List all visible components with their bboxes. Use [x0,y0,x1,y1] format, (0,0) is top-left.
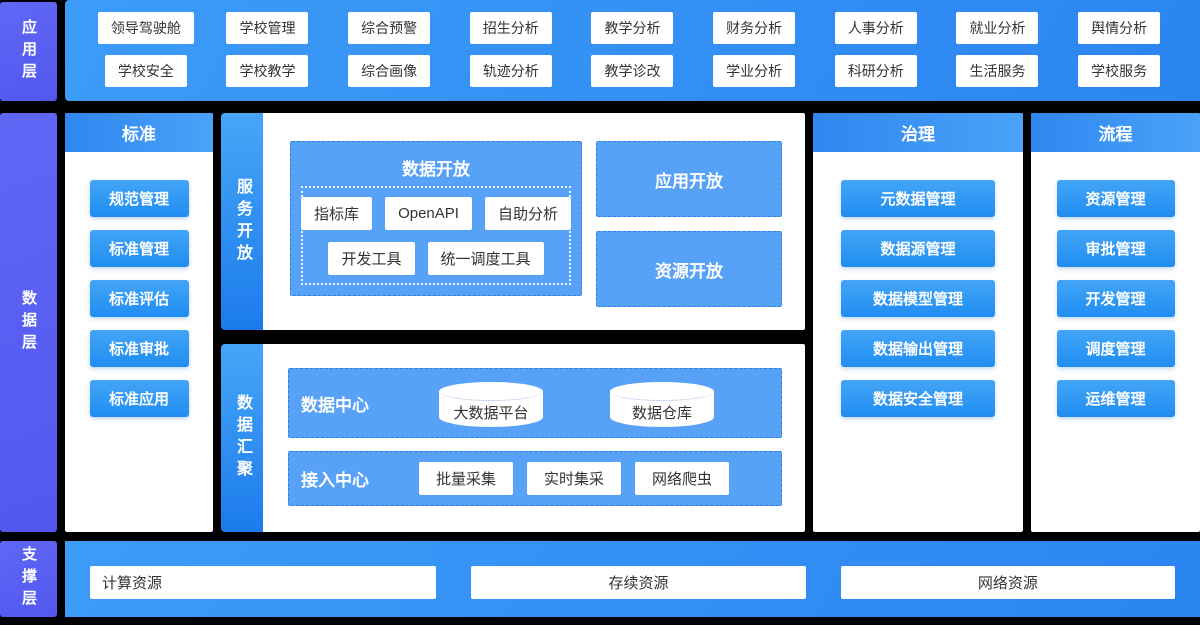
tool-unified-scheduling[interactable]: 统一调度工具 [427,241,544,275]
process-operations-management[interactable]: 运维管理 [1056,380,1175,417]
standard-item-standard-evaluation[interactable]: 标准评估 [89,280,189,317]
standard-item-standard-application[interactable]: 标准应用 [89,380,189,417]
data-open-title: 数据开放 [402,160,470,179]
app-chip-enrollment-analysis[interactable]: 招生分析 [469,11,552,44]
governance-panel: 治理 元数据管理 数据源管理 数据模型管理 数据输出管理 数据安全管理 [813,113,1023,532]
data-center-block: 数据中心 大数据平台 数据仓库 [288,368,782,438]
process-development-management[interactable]: 开发管理 [1056,280,1175,317]
app-chip-cockpit[interactable]: 领导驾驶舱 [97,11,194,44]
network-resource-box[interactable]: 网络资源 [840,566,1175,599]
app-chip-trajectory-analysis[interactable]: 轨迹分析 [469,55,552,88]
service-open-panel: 服务开放 数据开放 指标库 OpenAPI 自助分析 开发工具 统一调度工具 应… [221,113,805,330]
app-open-title: 应用开放 [655,171,723,191]
resource-open-block[interactable]: 资源开放 [596,231,782,307]
app-layer-ribbon: 应用层 [0,2,57,101]
governance-datasecurity-management[interactable]: 数据安全管理 [841,380,995,417]
access-center-block: 接入中心 批量采集 实时集采 网络爬虫 [288,451,782,506]
app-chip-teaching-analysis[interactable]: 教学分析 [591,11,674,44]
data-gathering-panel: 数据汇聚 数据中心 大数据平台 数据仓库 接入中心 批量采集 实时集采 网络爬虫 [221,344,805,532]
standard-item-standard-approval[interactable]: 标准审批 [89,330,189,367]
governance-metadata-management[interactable]: 元数据管理 [841,180,995,217]
app-chip-research-analysis[interactable]: 科研分析 [834,55,917,88]
tool-self-service-analysis[interactable]: 自助分析 [484,196,571,230]
app-chip-life-services[interactable]: 生活服务 [956,55,1039,88]
app-chip-opinion-analysis[interactable]: 舆情分析 [1078,11,1161,44]
governance-dataoutput-management[interactable]: 数据输出管理 [841,330,995,367]
governance-panel-title: 治理 [813,113,1023,152]
process-scheduling-management[interactable]: 调度管理 [1056,330,1175,367]
governance-datasource-management[interactable]: 数据源管理 [841,230,995,267]
standard-panel-title: 标准 [65,113,213,152]
support-layer-ribbon: 支撑层 [0,541,57,617]
data-center-title: 数据中心 [301,395,369,415]
standard-item-standard-management[interactable]: 标准管理 [89,230,189,267]
data-open-block: 数据开放 指标库 OpenAPI 自助分析 开发工具 统一调度工具 [290,141,582,296]
access-batch-collection[interactable]: 批量采集 [419,462,514,495]
app-chip-academic-analysis[interactable]: 学业分析 [713,55,796,88]
app-chip-employment-analysis[interactable]: 就业分析 [956,11,1039,44]
app-chip-finance-analysis[interactable]: 财务分析 [713,11,796,44]
app-chip-profile[interactable]: 综合画像 [348,55,431,88]
support-layer-band: 计算资源 存续资源 网络资源 [65,541,1200,617]
process-panel: 流程 资源管理 审批管理 开发管理 调度管理 运维管理 [1031,113,1200,532]
app-chip-school-management[interactable]: 学校管理 [226,11,309,44]
app-chip-school-safety[interactable]: 学校安全 [104,55,187,88]
governance-datamodel-management[interactable]: 数据模型管理 [841,280,995,317]
app-open-block[interactable]: 应用开放 [596,141,782,217]
standard-item-spec-management[interactable]: 规范管理 [89,180,189,217]
bigdata-platform-database-icon[interactable]: 大数据平台 [439,382,543,427]
process-approval-management[interactable]: 审批管理 [1056,230,1175,267]
data-open-tools-box: 指标库 OpenAPI 自助分析 开发工具 统一调度工具 [301,186,571,285]
access-center-title: 接入中心 [301,471,369,490]
storage-resource-box[interactable]: 存续资源 [471,566,806,599]
application-layer-band: 领导驾驶舱 学校管理 综合预警 招生分析 教学分析 财务分析 人事分析 就业分析… [65,0,1200,101]
app-chip-teaching-diagnosis[interactable]: 教学诊改 [591,55,674,88]
access-realtime-collection[interactable]: 实时集采 [527,462,622,495]
service-open-strip-title: 服务开放 [221,113,263,330]
data-layer-ribbon: 数据层 [0,113,57,532]
process-resource-management[interactable]: 资源管理 [1056,180,1175,217]
standard-panel: 标准 规范管理 标准管理 标准评估 标准审批 标准应用 [65,113,213,532]
resource-open-title: 资源开放 [655,261,723,281]
data-warehouse-database-icon[interactable]: 数据仓库 [610,382,714,427]
data-gathering-strip-title: 数据汇聚 [221,344,263,532]
data-warehouse-label: 数据仓库 [631,404,692,422]
app-chip-school-teaching[interactable]: 学校教学 [226,55,309,88]
process-panel-title: 流程 [1031,113,1200,152]
app-chip-hr-analysis[interactable]: 人事分析 [834,11,917,44]
app-chip-school-services[interactable]: 学校服务 [1078,55,1161,88]
bigdata-platform-label: 大数据平台 [453,404,529,422]
access-web-crawler[interactable]: 网络爬虫 [635,462,730,495]
tool-dev-tools[interactable]: 开发工具 [328,241,415,275]
app-chip-warning[interactable]: 综合预警 [348,11,431,44]
tool-openapi[interactable]: OpenAPI [385,196,472,230]
compute-resource-box[interactable]: 计算资源 [90,566,437,599]
tool-indicator-library[interactable]: 指标库 [301,196,373,230]
